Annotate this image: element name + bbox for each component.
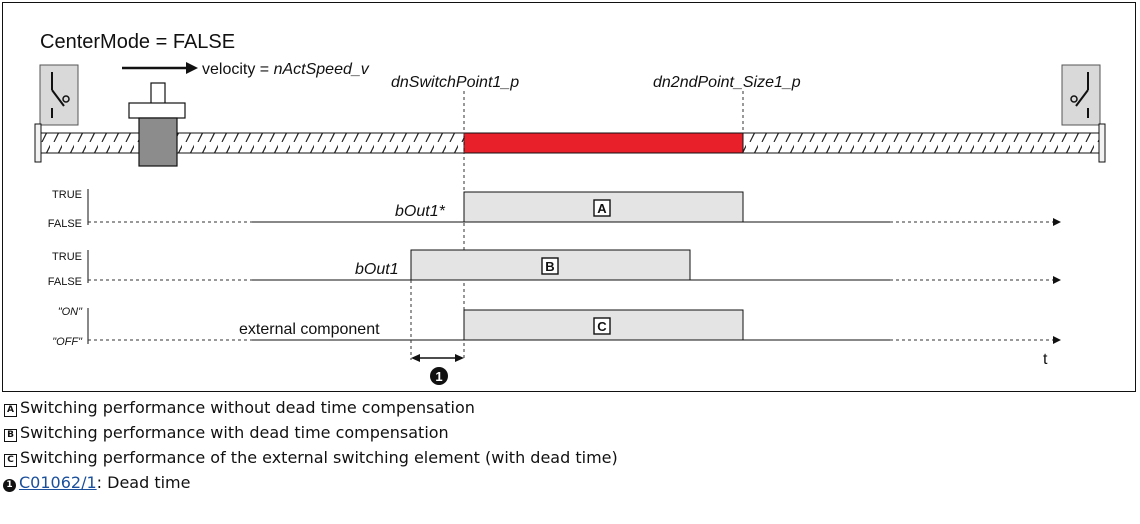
footnote-marker: 1 (3, 479, 16, 492)
signal-b-name: bOut1 (355, 261, 399, 278)
legend-text-b: Switching performance with dead time com… (20, 423, 449, 442)
velocity-label: velocity = nActSpeed_v (202, 61, 370, 78)
second-point-label: dn2ndPoint_Size1_p (653, 74, 801, 91)
signal-b: TRUE FALSE bOut1 B (48, 249, 1061, 288)
carriage-icon (128, 82, 186, 167)
switch-point-label: dnSwitchPoint1_p (391, 74, 519, 91)
signal-c: "ON" "OFF" external component C (52, 306, 1061, 348)
velocity-indicator: velocity = nActSpeed_v (122, 61, 370, 78)
signal-b-high-label: TRUE (52, 251, 82, 263)
signal-a-low-label: FALSE (48, 218, 82, 230)
signal-a-high-label: TRUE (52, 189, 82, 201)
time-axis-label: t (1043, 351, 1048, 368)
velocity-prefix: velocity = (202, 61, 274, 78)
rail-left-cap (34, 123, 42, 163)
signal-c-low-label: "OFF" (52, 336, 83, 348)
legend-marker-a: A (4, 404, 17, 417)
legend-marker-c: C (4, 454, 17, 467)
marker-a-text: A (597, 201, 607, 216)
dead-time-arrow-right (455, 354, 464, 362)
marker-b-text: B (545, 259, 554, 274)
signal-c-name: external component (239, 321, 380, 338)
marker-c-text: C (597, 319, 607, 334)
rail-right-cap (1098, 123, 1106, 163)
marker-c-box (593, 317, 611, 335)
right-limit-switch-icon (1061, 64, 1101, 126)
dead-time-marker-circle (430, 367, 448, 385)
legend-text-a: Switching performance without dead time … (20, 398, 475, 417)
signal-c-high-label: "ON" (58, 306, 83, 318)
signal-a-name: bOut1* (395, 203, 446, 220)
legend-marker-b: B (4, 429, 17, 442)
timing-diagram: CenterMode = FALSE velocity = nActSpeed_… (2, 2, 1136, 392)
dead-time-indicator: 1 (410, 280, 464, 385)
signal-a: TRUE FALSE bOut1* A (48, 189, 1061, 230)
velocity-arrow-head (186, 62, 198, 74)
legend-text-c: Switching performance of the external sw… (20, 448, 618, 467)
marker-a-box (593, 199, 611, 217)
diagram-title: CenterMode = FALSE (40, 31, 235, 53)
left-limit-switch-icon (39, 64, 79, 126)
marker-b-box (541, 257, 559, 275)
active-zone (463, 132, 744, 154)
dead-time-marker-text: 1 (435, 369, 442, 384)
velocity-variable: nActSpeed_v (274, 61, 370, 78)
signal-b-low-label: FALSE (48, 276, 82, 288)
parameter-link[interactable]: C01062/1 (19, 473, 97, 492)
dead-time-arrow-left (411, 354, 420, 362)
diagram-border (2, 2, 1136, 392)
footnote-text: : Dead time (96, 473, 191, 492)
